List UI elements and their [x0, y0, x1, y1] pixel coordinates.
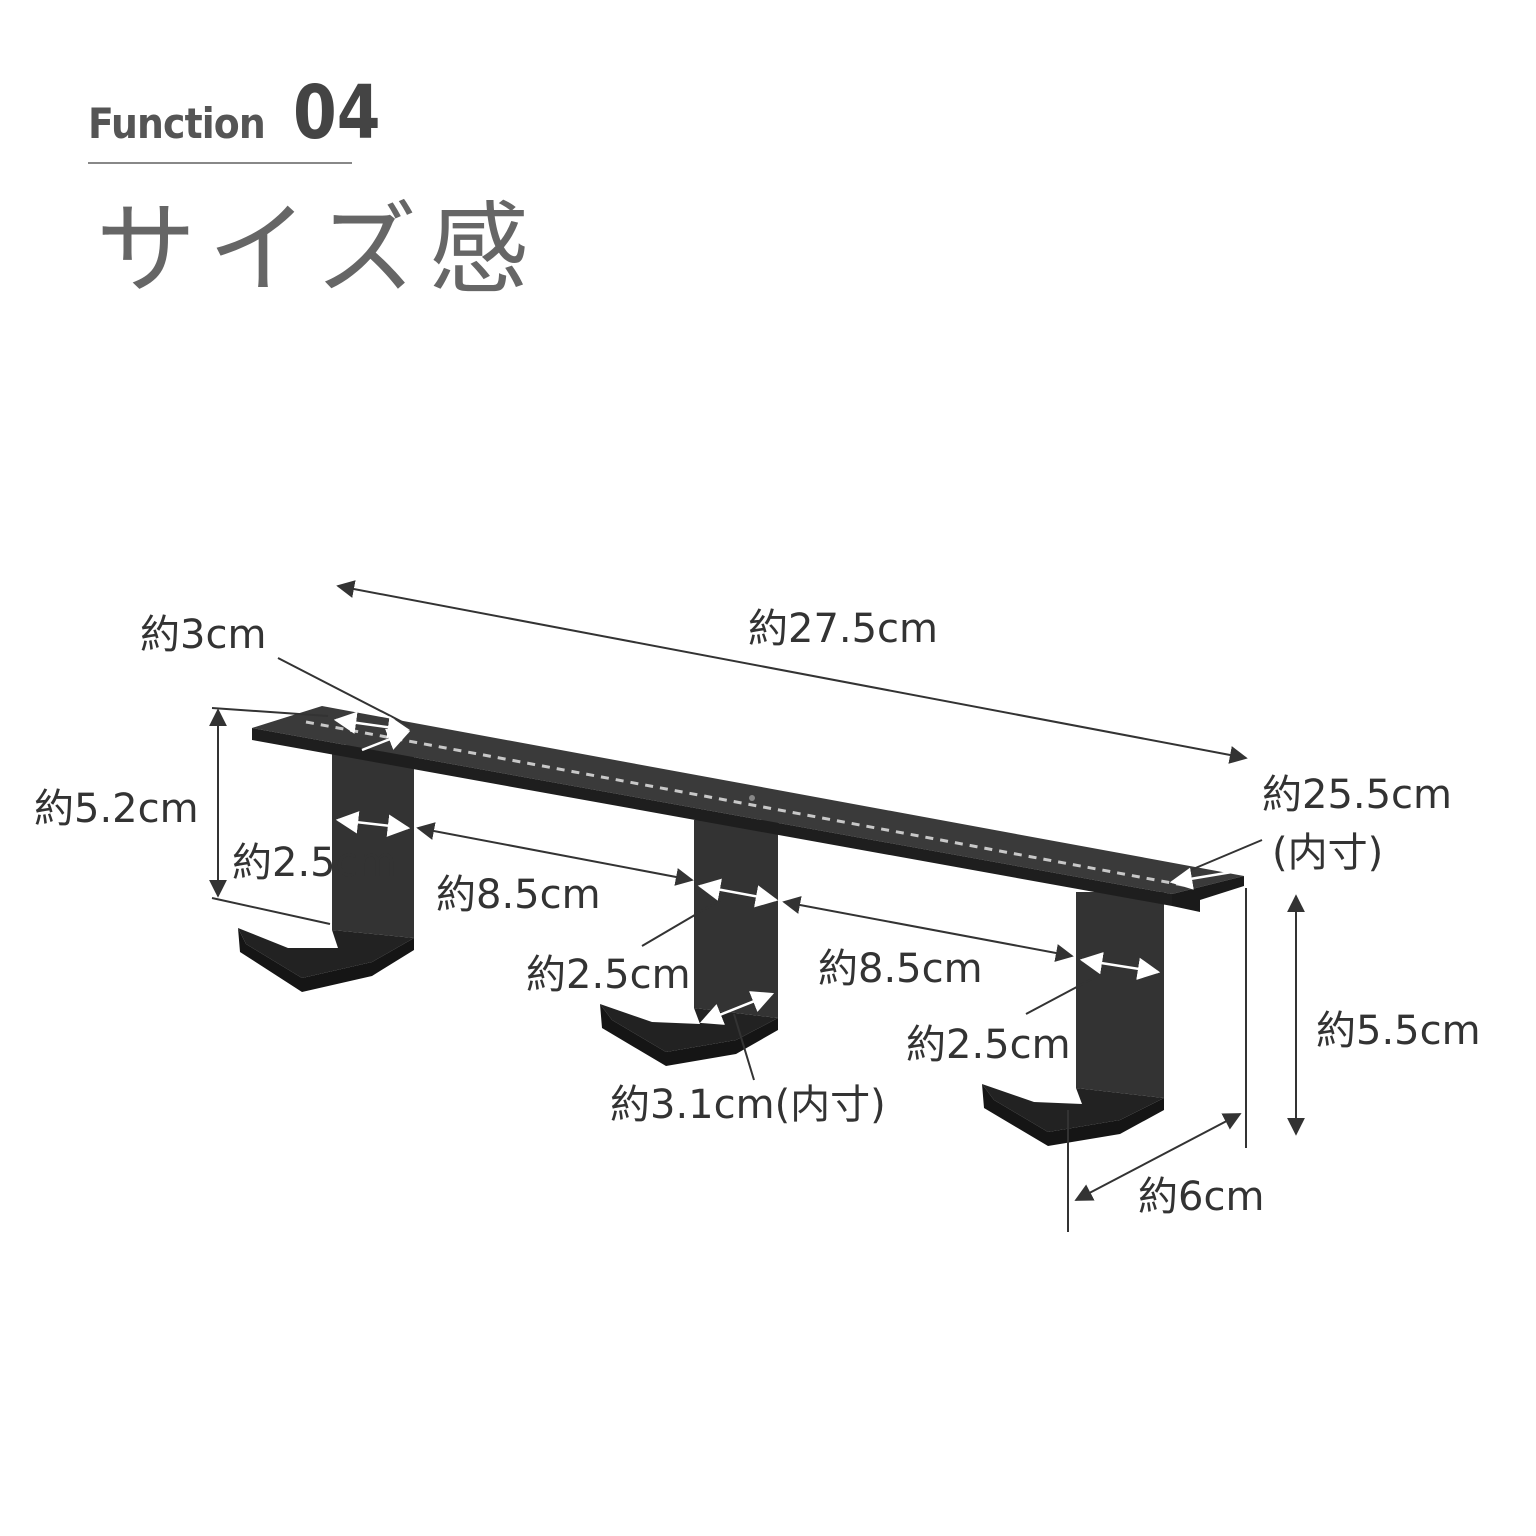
function-number: 04	[292, 70, 381, 156]
label-inner-width: 約25.5cm	[1262, 772, 1452, 818]
on-product-arrows	[333, 711, 1233, 1025]
label-hook1-width: 約2.5cm	[232, 840, 397, 886]
hook-middle	[600, 820, 778, 1066]
function-header: Function 04	[88, 70, 380, 164]
label-top-depth: 約3cm	[140, 612, 266, 658]
label-hook-depth: 約6cm	[1138, 1174, 1264, 1220]
label-gap1: 約8.5cm	[436, 872, 601, 918]
page-title: サイズ感	[96, 191, 541, 308]
function-word: Function	[88, 99, 266, 148]
hook-left	[238, 745, 414, 992]
label-hook3-width: 約2.5cm	[906, 1022, 1071, 1068]
hook-right	[982, 892, 1164, 1146]
label-total-width: 約27.5cm	[748, 606, 938, 652]
dimension-lines	[209, 580, 1305, 1232]
label-gap2: 約8.5cm	[818, 946, 983, 992]
label-right-height: 約5.5cm	[1316, 1008, 1481, 1054]
label-inner-width-note: (内寸)	[1272, 830, 1383, 876]
function-underline	[88, 162, 352, 164]
label-hook2-width: 約2.5cm	[526, 952, 691, 998]
label-left-height: 約5.2cm	[34, 786, 199, 832]
label-hook-inner: 約3.1cm(内寸)	[610, 1082, 886, 1128]
function-label-row: Function 04	[88, 70, 380, 156]
